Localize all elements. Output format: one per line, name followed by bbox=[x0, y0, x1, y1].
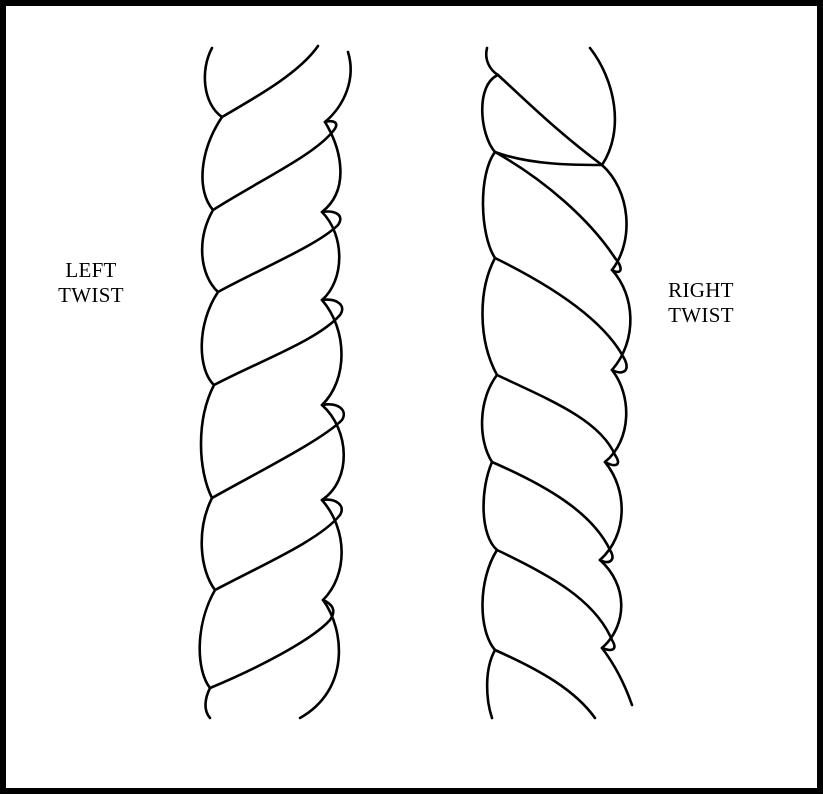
left-twist-label-line1: LEFT bbox=[46, 258, 136, 283]
left-rope-top-edge bbox=[325, 52, 351, 122]
right-rope-top-strand bbox=[486, 48, 498, 75]
right-twist-rope bbox=[482, 48, 632, 718]
left-rope-strand-6 bbox=[200, 590, 334, 688]
right-twist-label-line1: RIGHT bbox=[646, 278, 756, 303]
right-rope-strand-4 bbox=[482, 375, 497, 462]
right-rope-strand-6 bbox=[482, 550, 497, 650]
left-twist-rope bbox=[200, 46, 351, 718]
right-rope-strand-1 bbox=[482, 75, 602, 165]
right-rope-bottom-edge-r bbox=[602, 648, 632, 705]
right-rope-edge-4 bbox=[605, 370, 626, 462]
right-rope-strand-3b bbox=[495, 258, 627, 372]
right-rope-edge-2 bbox=[602, 165, 627, 270]
border-frame bbox=[3, 3, 820, 791]
right-rope-edge-1 bbox=[483, 152, 495, 258]
left-rope-bottom-edge bbox=[300, 600, 339, 718]
left-rope-strand-1 bbox=[202, 117, 336, 210]
left-twist-label-line2: TWIST bbox=[46, 283, 136, 308]
right-rope-bottom-strand bbox=[495, 650, 595, 718]
right-rope-strand-2 bbox=[495, 152, 621, 272]
right-twist-label: RIGHT TWIST bbox=[646, 278, 756, 328]
right-twist-label-line2: TWIST bbox=[646, 303, 756, 328]
right-rope-edge-5 bbox=[600, 462, 622, 560]
left-rope-strand-3 bbox=[202, 292, 342, 385]
left-rope-strand-2 bbox=[202, 210, 340, 292]
left-rope-edge-5 bbox=[322, 405, 344, 500]
right-rope-top-edge bbox=[590, 48, 615, 165]
left-rope-strand-5 bbox=[202, 498, 342, 590]
right-rope-edge-3 bbox=[612, 270, 630, 370]
left-rope-top-strand bbox=[205, 46, 318, 117]
right-rope-strand-5b bbox=[492, 462, 612, 562]
left-rope-edge-2 bbox=[322, 122, 340, 212]
left-rope-strand-4 bbox=[201, 385, 344, 498]
left-twist-label: LEFT TWIST bbox=[46, 258, 136, 308]
right-rope-bottom-edge bbox=[487, 650, 495, 718]
left-rope-bottom-strand bbox=[205, 688, 210, 718]
